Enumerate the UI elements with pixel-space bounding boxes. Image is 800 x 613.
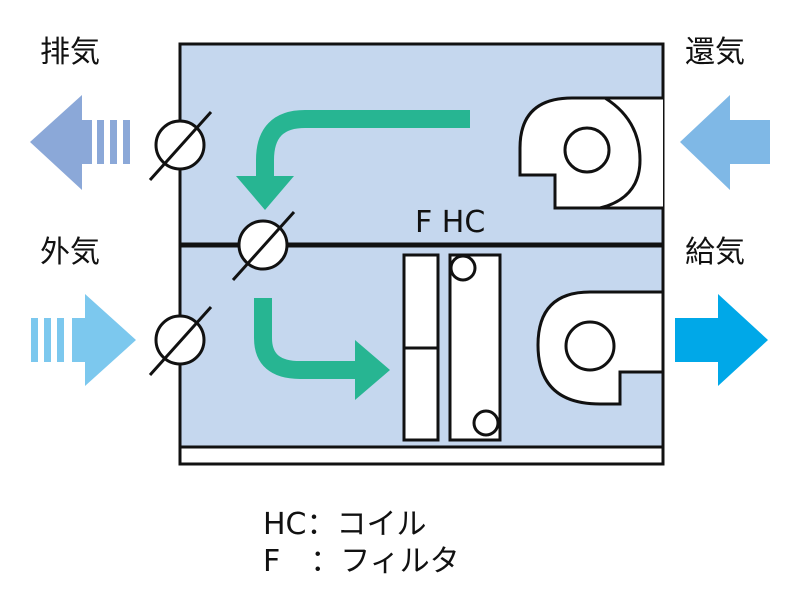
outside-air-label: 外気: [40, 235, 100, 270]
exhaust-damper-icon: [148, 110, 213, 182]
legend-f: F ：フィルタ: [263, 544, 460, 579]
unit-base: [178, 445, 665, 466]
return-air-arrow-icon: [680, 95, 770, 190]
supply-air-arrow-icon: [675, 294, 768, 386]
supply-fan-icon: [536, 290, 665, 406]
return-fan-icon: [518, 96, 663, 210]
legend-hc: HC：コイル: [263, 507, 427, 542]
filter-icon: [402, 253, 440, 442]
outside-air-damper-icon: [148, 305, 213, 377]
filter-hc-header: F HC: [415, 205, 486, 240]
outside-air-arrow-icon: [31, 294, 136, 386]
supply-air-label: 給気: [685, 235, 745, 270]
return-flow-arrow-icon: [236, 110, 470, 210]
heating-coil-icon: [448, 253, 502, 442]
mixing-damper-icon: [231, 210, 296, 282]
supply-flow-arrow-icon: [254, 298, 390, 400]
return-air-label: 還気: [685, 35, 745, 70]
exhaust-arrow-icon: [30, 95, 130, 190]
exhaust-label: 排気: [40, 35, 100, 70]
